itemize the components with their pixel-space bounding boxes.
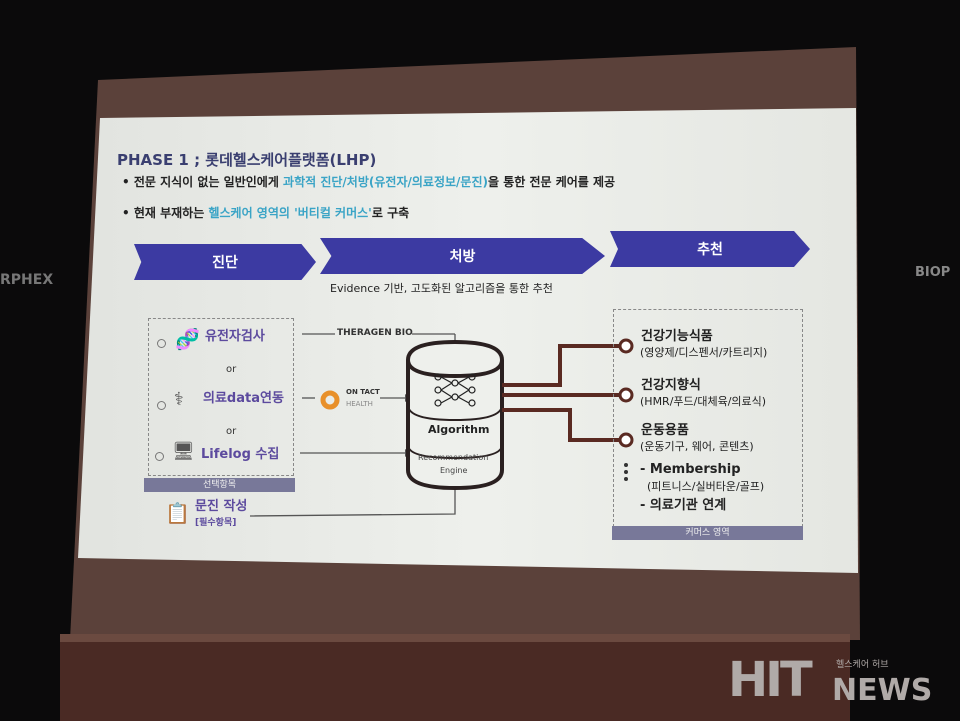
partner-ontact: ON TACT [346, 388, 380, 396]
survey-note: [필수항목] [195, 518, 237, 528]
sign-left: RPHEX [0, 272, 54, 288]
engine-sub1: Recommendation [418, 453, 489, 462]
check-icon [157, 401, 166, 410]
ontact-logo-icon [320, 390, 340, 410]
bullet-2-text: • 현재 부재하는 [122, 206, 209, 220]
membership: - Membership [640, 462, 741, 477]
bullet-2-highlight: 헬스케어 영역의 '버티컬 커머스' [208, 206, 372, 220]
stage-prescription: 처방 [320, 238, 605, 274]
input-medical: 의료data연동 [203, 391, 284, 406]
bullet-1-text: • 전문 지식이 없는 일반인에게 [122, 175, 284, 189]
watermark-hit: HIT [728, 652, 813, 708]
engine-sub2: Engine [440, 466, 468, 475]
stage-wall [60, 636, 850, 721]
bullet-1-highlight: 과학적 진단/처방(유전자/의료정보/문진) [283, 175, 488, 189]
check-icon [157, 339, 166, 348]
stage-diagnosis: 진단 [134, 244, 316, 280]
bullet-2-text-end: 로 구축 [371, 206, 410, 220]
stage-recommendation: 추천 [610, 231, 810, 267]
bullet-2: • 현재 부재하는 헬스케어 영역의 '버티컬 커머스'로 구축 [122, 206, 410, 221]
input-lifelog: Lifelog 수집 [201, 447, 280, 462]
output-1-sub: (영양제/디스펜서/카트리지) [640, 346, 768, 359]
partner-ontact-health: HEALTH [346, 400, 373, 408]
or-1: or [226, 364, 237, 375]
stethoscope-icon: ⚕ [174, 389, 184, 410]
partner-theragen: THERAGEN BIO [337, 328, 413, 338]
screen-rail [60, 634, 850, 642]
output-3-sub: (운동기구, 웨어, 콘텐츠) [640, 440, 754, 453]
survey-title: 문진 작성 [195, 499, 248, 514]
output-2-title: 건강지향식 [641, 378, 701, 393]
medical-link: - 의료기관 연계 [640, 498, 727, 513]
evidence-subtitle: Evidence 기반, 고도화된 알고리즘을 통한 추천 [330, 282, 553, 295]
watermark-news: NEWS [832, 673, 933, 708]
input-label: 선택항목 [144, 478, 295, 492]
output-label: 커머스 영역 [612, 526, 803, 540]
monitor-icon: 🖥 [172, 441, 195, 462]
database-icon [406, 339, 504, 491]
input-box [148, 318, 294, 476]
dna-icon: 🧬 [175, 327, 200, 351]
sign-right: BIOP [915, 265, 951, 280]
neural-network-icon [434, 373, 476, 407]
bullet-1-text-end: 을 통한 전문 케어를 제공 [487, 175, 616, 189]
output-1-title: 건강기능식품 [641, 329, 713, 344]
slide-title: PHASE 1 ; 롯데헬스케어플랫폼(LHP) [117, 151, 377, 169]
output-2-sub: (HMR/푸드/대체육/의료식) [640, 395, 767, 408]
membership-sub: (피트니스/실버타운/골프) [647, 480, 765, 493]
watermark-tag: 헬스케어 허브 [836, 660, 889, 670]
check-icon [155, 452, 164, 461]
bullet-1: • 전문 지식이 없는 일반인에게 과학적 진단/처방(유전자/의료정보/문진)… [122, 175, 616, 190]
clipboard-icon: 📋 [165, 501, 190, 525]
output-3-title: 운동용품 [641, 423, 689, 438]
engine-title: Algorithm [428, 423, 490, 436]
input-genetic: 유전자검사 [205, 329, 265, 344]
or-2: or [226, 426, 237, 437]
